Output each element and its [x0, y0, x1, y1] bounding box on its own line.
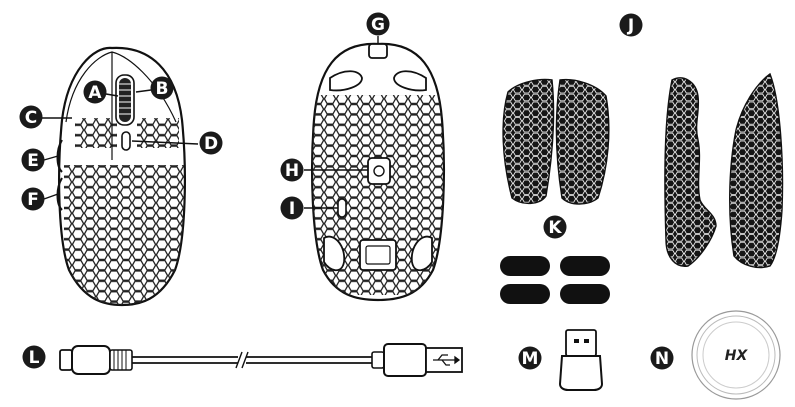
badge-f: F: [21, 187, 45, 211]
badge-g: G: [366, 12, 390, 36]
usb-c-connector: [71, 345, 111, 375]
optical-sensor: [367, 157, 391, 185]
skate-bottom-right: [410, 235, 433, 272]
usb-cable: [59, 343, 463, 377]
svg-text:L: L: [29, 348, 40, 368]
skate-4: [560, 284, 610, 304]
svg-text:A: A: [88, 83, 102, 103]
skate-1: [500, 256, 550, 276]
svg-text:F: F: [27, 190, 39, 210]
logo-disc: HX: [691, 310, 781, 400]
pairing-hatch: [359, 239, 397, 271]
dongle-plug: [565, 329, 597, 357]
skate-bottom-left: [323, 235, 346, 272]
dpi-button: [121, 131, 131, 151]
svg-text:I: I: [289, 199, 295, 219]
usb-symbol-icon: [433, 354, 461, 366]
cable-port: [368, 43, 388, 59]
replacement-skates: [500, 256, 610, 304]
badge-e: E: [21, 148, 45, 172]
skate-3: [500, 284, 550, 304]
dongle-body: [558, 355, 604, 391]
svg-text:G: G: [371, 15, 385, 35]
svg-text:M: M: [522, 349, 539, 369]
usb-a-connector: [383, 343, 427, 377]
grip-tape-right-button: [555, 78, 610, 205]
badge-i: I: [280, 196, 304, 220]
scroll-wheel: [119, 78, 131, 122]
bottom-switch: [337, 198, 347, 218]
badge-l: L: [22, 345, 46, 369]
left-button-honeycomb: [75, 118, 117, 148]
badge-k: K: [543, 215, 567, 239]
svg-text:H: H: [285, 161, 299, 181]
badge-h: H: [280, 158, 304, 182]
grip-tape-right-side: [729, 72, 784, 269]
svg-text:C: C: [25, 108, 37, 128]
palm-honeycomb: [64, 165, 184, 305]
badge-j: J: [619, 13, 643, 37]
badge-c: C: [19, 105, 43, 129]
mouse-bottom-view: [310, 42, 446, 302]
badge-d: D: [199, 131, 223, 155]
svg-text:D: D: [204, 134, 218, 154]
skate-top-right: [393, 70, 427, 92]
usb-dongle: [558, 329, 604, 391]
svg-text:N: N: [655, 349, 669, 369]
leader-lines: [40, 36, 379, 209]
skate-2: [560, 256, 610, 276]
skate-top-left: [329, 70, 363, 92]
svg-text:K: K: [548, 218, 562, 238]
side-button-forward: [56, 139, 63, 173]
svg-text:B: B: [156, 79, 169, 99]
grip-tape-left-side: [664, 77, 717, 267]
badge-b: B: [150, 76, 174, 100]
badge-m: M: [518, 346, 542, 370]
grip-tape-left-button: [502, 78, 555, 205]
strain-relief: [109, 349, 133, 371]
badge-n: N: [650, 346, 674, 370]
hyperx-logo-text: HX: [725, 348, 749, 364]
usb-c-tip: [59, 349, 73, 371]
side-button-back: [56, 177, 63, 211]
badge-a: A: [83, 80, 107, 104]
svg-text:E: E: [27, 151, 39, 171]
grip-tapes: [502, 72, 784, 269]
mouse-top-view: [56, 46, 186, 307]
svg-text:J: J: [627, 16, 634, 36]
